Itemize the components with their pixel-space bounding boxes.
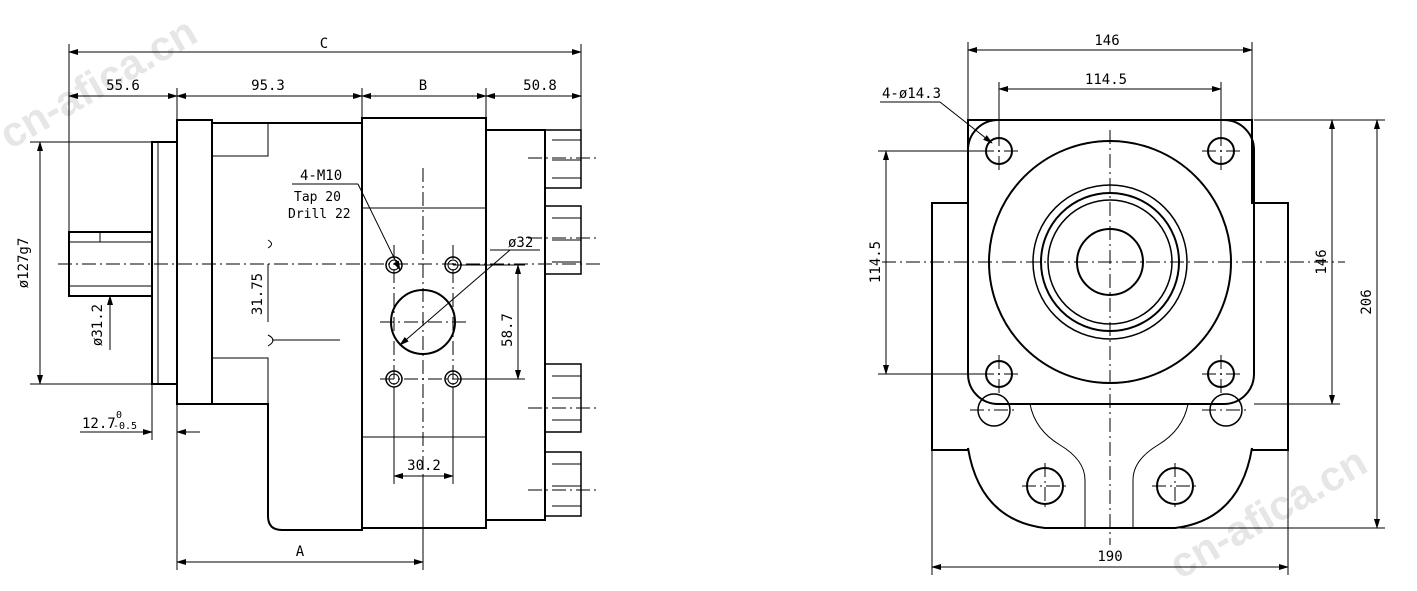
watermark-top: cn-afica.cn — [0, 7, 205, 157]
watermark-bottom: cn-afica.cn — [1161, 437, 1375, 587]
dim-shaft-tol-lower: -0.5 — [113, 421, 137, 432]
dim-shaft-len: 12.7 — [82, 416, 116, 432]
dim-31-75: 31.75 — [250, 273, 266, 315]
housing-outline — [931, 119, 1289, 529]
drill-note: Drill 22 — [288, 207, 351, 222]
dim-95-3: 95.3 — [251, 78, 285, 94]
dim-114-5-top: 114.5 — [1085, 72, 1127, 88]
dim-58-7: 58.7 — [500, 313, 516, 347]
dim-55-6: 55.6 — [106, 78, 140, 94]
dim-port-dia: ø32 — [508, 235, 533, 251]
pilot-flange — [151, 141, 178, 385]
dim-50-8: 50.8 — [523, 78, 557, 94]
dim-a: A — [296, 544, 305, 560]
rear-fittings — [544, 129, 582, 517]
rear-cover — [486, 129, 546, 521]
dim-shaft-dia: ø31.2 — [90, 304, 106, 346]
side-view-dimensions: C 55.6 95.3 B 50.8 A ø127g7 ø31.2 12.7 0… — [16, 36, 582, 570]
dim-30-2: 30.2 — [407, 458, 441, 474]
dim-shaft-tol-upper: 0 — [116, 410, 122, 421]
side-view — [58, 117, 600, 531]
center-body — [361, 117, 487, 529]
hole-callout: 4-ø14.3 — [882, 86, 941, 102]
dim-114-5-left: 114.5 — [868, 241, 884, 283]
dim-146-top: 146 — [1094, 33, 1119, 49]
front-body — [212, 122, 363, 531]
dim-206: 206 — [1359, 289, 1375, 314]
end-view-dimensions: 146 114.5 4-ø14.3 114.5 146 206 190 — [868, 33, 1385, 575]
dim-b: B — [419, 78, 427, 94]
thread-callout: 4-M10 — [300, 168, 342, 184]
dim-146-right: 146 — [1314, 249, 1330, 274]
dim-c: C — [320, 36, 328, 52]
dim-190: 190 — [1097, 549, 1122, 565]
tap-note: Tap 20 — [294, 190, 341, 205]
dim-flange-dia: ø127g7 — [16, 238, 32, 289]
mounting-flange — [176, 119, 213, 405]
